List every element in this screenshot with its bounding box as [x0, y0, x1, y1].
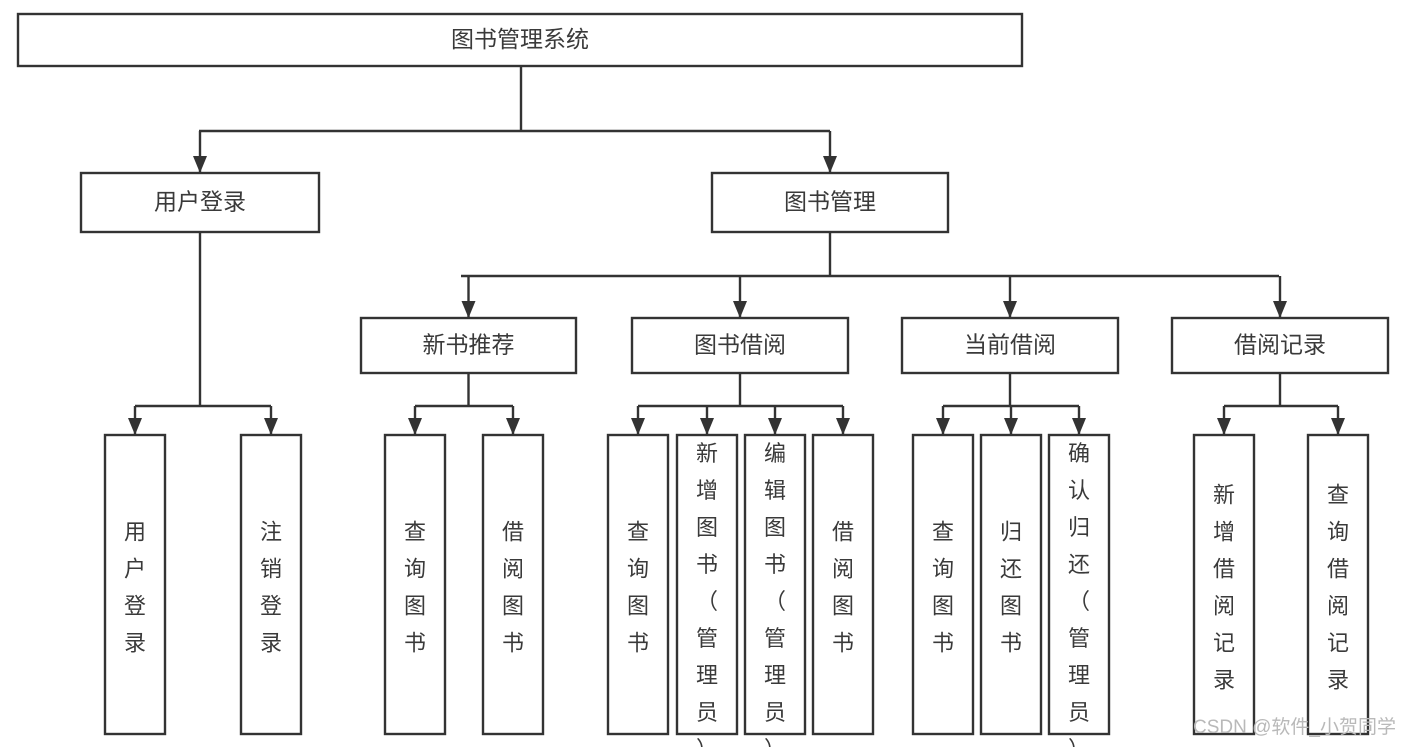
node-label-leaf-return-book: 归还图书 [1000, 519, 1022, 655]
arrow-down-icon-leaf-borrow-record-1 [1331, 418, 1345, 435]
node-box-leaf-borrow-book-bor[interactable] [811, 433, 875, 736]
node-box-new-book-recommend[interactable] [359, 316, 578, 375]
node-label-leaf-query-book-bor: 查询图书 [627, 519, 649, 655]
node-label-leaf-query-book-rec: 查询图书 [404, 519, 426, 655]
node-label-leaf-confirm-return-admin: 确认归还（管理员） [1068, 441, 1090, 747]
node-label-leaf-borrow-book-bor: 借阅图书 [832, 519, 854, 655]
node-box-current-borrow[interactable] [900, 316, 1120, 375]
arrow-down-icon-leaf-user-login-0 [128, 418, 142, 435]
node-leaf-query-book-cur[interactable]: 查询图书 [911, 433, 975, 736]
arrow-down-icon-new-book-recommend [461, 301, 476, 318]
node-leaf-user-login[interactable]: 用户登录 [103, 433, 167, 736]
node-box-leaf-add-borrow-record[interactable] [1192, 433, 1256, 736]
node-leaf-query-book-bor[interactable]: 查询图书 [606, 433, 670, 736]
arrow-down-icon-leaf-new-book-recommend-0 [408, 418, 422, 435]
node-box-leaf-query-book-cur[interactable] [911, 433, 975, 736]
node-label-leaf-query-book-cur: 查询图书 [932, 519, 954, 655]
arrow-down-icon-leaf-user-login-1 [264, 418, 278, 435]
node-box-leaf-borrow-book-rec[interactable] [481, 433, 545, 736]
node-box-leaf-query-book-rec[interactable] [383, 433, 447, 736]
node-label-book-borrow: 图书借阅 [694, 332, 786, 358]
node-box-book-manage[interactable] [710, 171, 950, 234]
node-box-leaf-query-borrow-record[interactable] [1306, 433, 1370, 736]
node-leaf-add-book-admin[interactable]: 新增图书（管理员） [675, 433, 739, 747]
node-label-leaf-edit-book-admin: 编辑图书（管理员） [764, 441, 786, 747]
node-leaf-return-book[interactable]: 归还图书 [979, 433, 1043, 736]
node-label-leaf-borrow-book-rec: 借阅图书 [502, 519, 524, 655]
node-label-leaf-logout-login: 注销登录 [260, 519, 282, 655]
arrow-down-icon-leaf-borrow-record-0 [1217, 418, 1231, 435]
node-leaf-edit-book-admin[interactable]: 编辑图书（管理员） [743, 433, 807, 747]
arrow-down-icon-borrow-record [1273, 301, 1287, 318]
arrow-down-icon-book-borrow [733, 301, 747, 318]
node-box-leaf-query-book-bor[interactable] [606, 433, 670, 736]
node-label-leaf-add-book-admin: 新增图书（管理员） [696, 441, 718, 747]
node-leaf-confirm-return-admin[interactable]: 确认归还（管理员） [1047, 433, 1111, 747]
node-label-leaf-add-borrow-record: 新增借阅记录 [1213, 482, 1235, 692]
arrow-down-icon-book-manage [823, 156, 837, 173]
node-leaf-borrow-book-bor[interactable]: 借阅图书 [811, 433, 875, 736]
node-leaf-query-borrow-record[interactable]: 查询借阅记录 [1306, 433, 1370, 736]
node-leaf-query-book-rec[interactable]: 查询图书 [383, 433, 447, 736]
arrow-down-icon-current-borrow [1003, 301, 1017, 318]
node-box-borrow-record[interactable] [1170, 316, 1390, 375]
node-box-leaf-user-login[interactable] [103, 433, 167, 736]
node-label-current-borrow: 当前借阅 [964, 332, 1056, 358]
node-label-book-manage: 图书管理 [784, 189, 876, 215]
arrow-down-icon-leaf-book-borrow-1 [700, 418, 714, 435]
node-current-borrow[interactable]: 当前借阅 [900, 316, 1120, 375]
node-new-book-recommend[interactable]: 新书推荐 [359, 316, 578, 375]
node-leaf-add-borrow-record[interactable]: 新增借阅记录 [1192, 433, 1256, 736]
arrow-down-icon-leaf-book-borrow-2 [768, 418, 782, 435]
arrow-down-icon-leaf-new-book-recommend-1 [506, 418, 520, 435]
node-label-borrow-record: 借阅记录 [1234, 332, 1326, 358]
arrow-down-icon-leaf-current-borrow-1 [1004, 418, 1018, 435]
node-box-user-login[interactable] [79, 171, 321, 234]
arrow-down-icon-user-login [193, 156, 207, 173]
node-box-leaf-confirm-return-admin[interactable] [1047, 433, 1111, 736]
arrow-down-icon-leaf-book-borrow-0 [631, 418, 645, 435]
arrow-down-icon-leaf-book-borrow-3 [836, 418, 850, 435]
node-leaf-borrow-book-rec[interactable]: 借阅图书 [481, 433, 545, 736]
node-label-user-login: 用户登录 [154, 189, 246, 215]
node-label-leaf-query-borrow-record: 查询借阅记录 [1327, 482, 1349, 692]
node-box-leaf-logout-login[interactable] [239, 433, 303, 736]
node-label-new-book-recommend: 新书推荐 [423, 332, 515, 358]
node-borrow-record[interactable]: 借阅记录 [1170, 316, 1390, 375]
node-root[interactable]: 图书管理系统 [16, 12, 1024, 68]
node-box-leaf-add-book-admin[interactable] [675, 433, 739, 736]
arrow-down-icon-leaf-current-borrow-0 [936, 418, 950, 435]
arrow-down-icon-leaf-current-borrow-2 [1072, 418, 1086, 435]
node-leaf-logout-login[interactable]: 注销登录 [239, 433, 303, 736]
node-book-manage[interactable]: 图书管理 [710, 171, 950, 234]
watermark: CSDN @软件_小贺同学 [1193, 716, 1396, 738]
node-box-leaf-edit-book-admin[interactable] [743, 433, 807, 736]
node-user-login[interactable]: 用户登录 [79, 171, 321, 234]
node-book-borrow[interactable]: 图书借阅 [630, 316, 850, 375]
node-box-leaf-return-book[interactable] [979, 433, 1043, 736]
node-label-leaf-user-login: 用户登录 [124, 519, 146, 655]
node-box-root[interactable] [16, 12, 1024, 68]
node-label-root: 图书管理系统 [451, 26, 589, 52]
node-box-book-borrow[interactable] [630, 316, 850, 375]
